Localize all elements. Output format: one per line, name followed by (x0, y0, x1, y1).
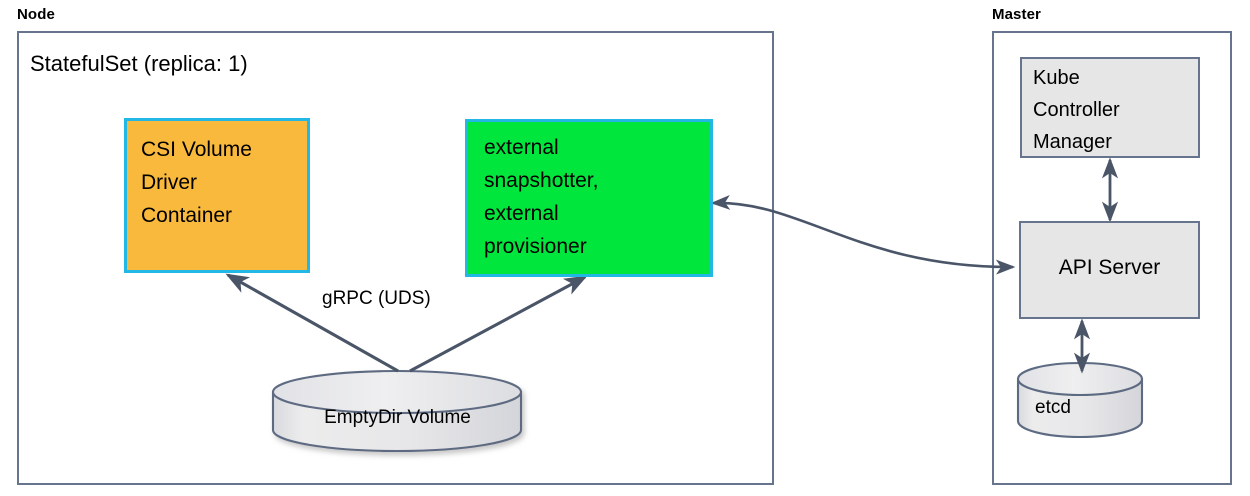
kube-controller-manager-label: Kube Controller Manager (1033, 67, 1120, 153)
csi-volume-driver-container-label: CSI Volume Driver Container (141, 138, 252, 227)
api-server-label: API Server (1058, 256, 1161, 279)
kube-controller-manager-box[interactable] (1020, 57, 1200, 158)
api-server-box[interactable] (1019, 221, 1200, 319)
external-sidecars-container[interactable] (465, 119, 713, 277)
external-sidecars-container-label: external snapshotter, external provision… (484, 136, 599, 258)
grpc-uds-label: gRPC (UDS) (322, 288, 431, 309)
emptydir-volume-label: EmptyDir Volume (324, 407, 471, 428)
statefulset-title: StatefulSet (replica: 1) (30, 51, 248, 76)
csi-volume-driver-container[interactable] (124, 118, 310, 273)
zone-label-master: Master (992, 6, 1041, 23)
etcd-label: etcd (1035, 397, 1071, 418)
zone-label-node: Node (17, 6, 55, 23)
